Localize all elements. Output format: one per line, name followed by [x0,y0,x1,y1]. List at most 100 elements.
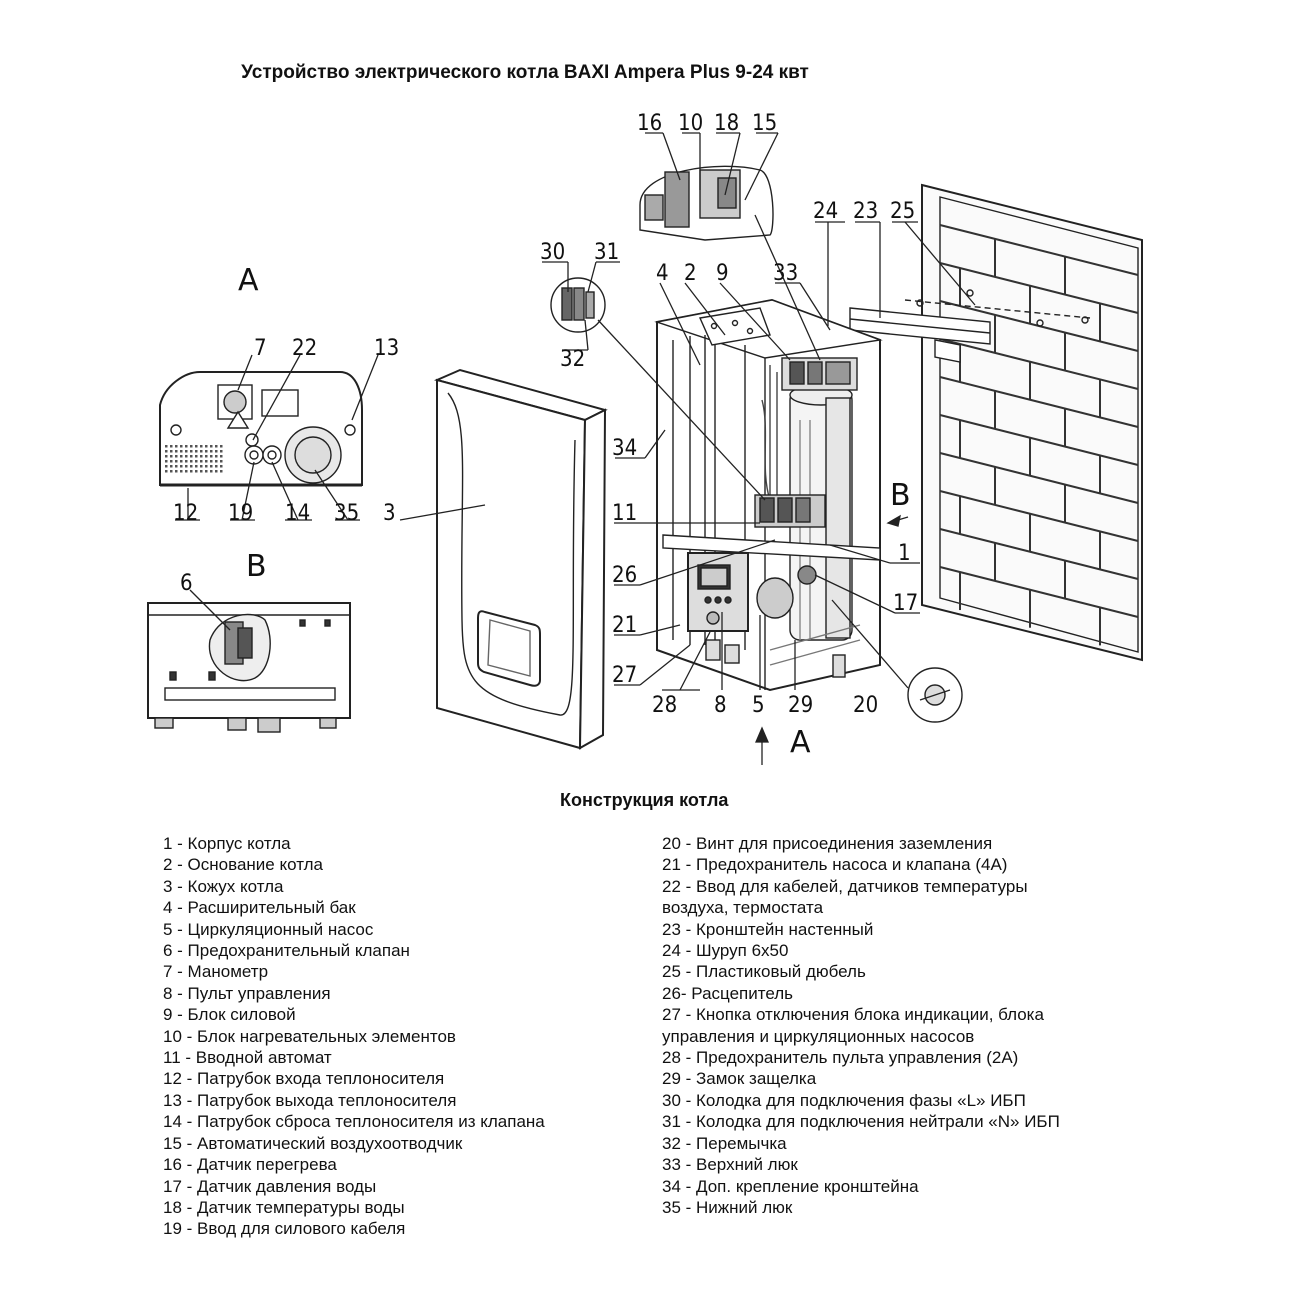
vent-hole [165,470,168,473]
vent-hole [165,460,168,463]
vent-hole [205,450,208,453]
legend-item: 33 - Верхний люк [662,1155,798,1175]
vent-hole [205,445,208,448]
callout-33: 33 [773,261,798,286]
vent-hole [195,455,198,458]
legend-item: 2 - Основание котла [163,855,323,875]
brick-course-line [939,338,1139,390]
callout-28: 28 [652,693,677,718]
brick-course-line [939,490,1139,542]
callout-10: 10 [678,111,703,136]
vent-hole [170,470,173,473]
view-b-side [147,602,351,733]
callout-14: 14 [285,501,310,526]
vent-hole [175,445,178,448]
callout-8: 8 [714,693,727,718]
boiler-exploded-diagram: 1610181524232530313242933722133412191435… [147,111,1143,765]
vent-hole [195,470,198,473]
legend-item: 17 - Датчик давления воды [163,1176,377,1196]
vent-hole [220,445,223,448]
legend-item: 7 - Манометр [163,962,269,982]
callout-1: 1 [898,541,911,566]
callout-6: 6 [180,571,193,596]
vent-hole [195,450,198,453]
callout-32: 32 [560,347,585,372]
callout-17: 17 [893,591,918,616]
callout-35: 35 [334,501,359,526]
legend-item: 6 - Предохранительный клапан [163,941,410,961]
brick-wall [921,183,1143,662]
brick-course-line [939,224,1139,276]
vent-hole [210,455,213,458]
legend-item: 28 - Предохранитель пульта управления (2… [662,1048,1019,1068]
legend-item: 21 - Предохранитель насоса и клапана (4А… [662,855,1008,875]
legend-item: 24 - Шуруп 6х50 [662,941,789,961]
legend-item: 34 - Доп. крепление кронштейна [662,1176,919,1196]
legend-item: 5 - Циркуляционный насос [163,919,374,939]
vent-hole [215,460,218,463]
callout-16: 16 [637,111,662,136]
brick-course-line [939,262,1139,314]
front-cover [433,368,608,750]
vent-hole [200,465,203,468]
diagram-subtitle: Конструкция котла [560,790,729,810]
vent-hole [205,460,208,463]
vent-hole [220,460,223,463]
view-a-letter: A [238,263,259,298]
vent-hole [190,465,193,468]
legend-item: 13 - Патрубок выхода теплоносителя [163,1090,457,1110]
vent-hole [185,445,188,448]
vent-hole [170,450,173,453]
legend-item: 11 - Вводной автомат [163,1048,332,1068]
vent-hole [190,455,193,458]
callout-11: 11 [612,501,637,526]
vent-hole [180,450,183,453]
vent-hole [180,470,183,473]
vent-hole [200,470,203,473]
callout-21: 21 [612,613,637,638]
vent-hole [215,470,218,473]
vent-hole [165,465,168,468]
vent-hole [210,460,213,463]
legend-item: 3 - Кожух котла [163,876,284,896]
callout-15: 15 [752,111,777,136]
legend-item: 4 - Расширительный бак [163,898,356,918]
vent-hole [190,460,193,463]
legend-item: 9 - Блок силовой [163,1005,296,1025]
callout-25: 25 [890,199,915,224]
legend-item: 30 - Колодка для подключения фазы «L» ИБ… [662,1090,1026,1110]
vent-hole [200,445,203,448]
callout-3: 3 [383,501,396,526]
legend-item: 32 - Перемычка [662,1133,787,1153]
legend-item: 16 - Датчик перегрева [163,1155,337,1175]
brick-course-line [939,376,1139,428]
legend-item: 20 - Винт для присоединения заземления [662,834,993,853]
callout-2: 2 [684,261,697,286]
callout-12: 12 [173,501,198,526]
callout-31: 31 [594,240,619,265]
legend-item: 19 - Ввод для силового кабеля [163,1219,406,1239]
vent-hole [190,445,193,448]
legend-item: 15 - Автоматический воздухоотводчик [163,1133,463,1153]
brick-course-line [939,452,1139,504]
vent-hole [220,450,223,453]
callout-27: 27 [612,663,637,688]
callout-20: 20 [853,693,878,718]
vent-hole [210,445,213,448]
vent-hole [165,450,168,453]
vent-hole [185,470,188,473]
vent-hole [220,465,223,468]
vent-hole [175,465,178,468]
legend-right-column: 20 - Винт для присоединения заземления 21… [662,833,1162,1218]
vent-hole [175,455,178,458]
callout-7: 7 [254,336,267,361]
legend-item: 26- Расцепитель [662,983,793,1003]
legend-item: 25 - Пластиковый дюбель [662,962,866,982]
legend-item: 35 - Нижний люк [662,1197,793,1217]
vent-hole [175,450,178,453]
vent-hole [190,470,193,473]
vent-hole [205,465,208,468]
callout-4: 4 [656,261,669,286]
view-b-letter: B [246,549,267,584]
